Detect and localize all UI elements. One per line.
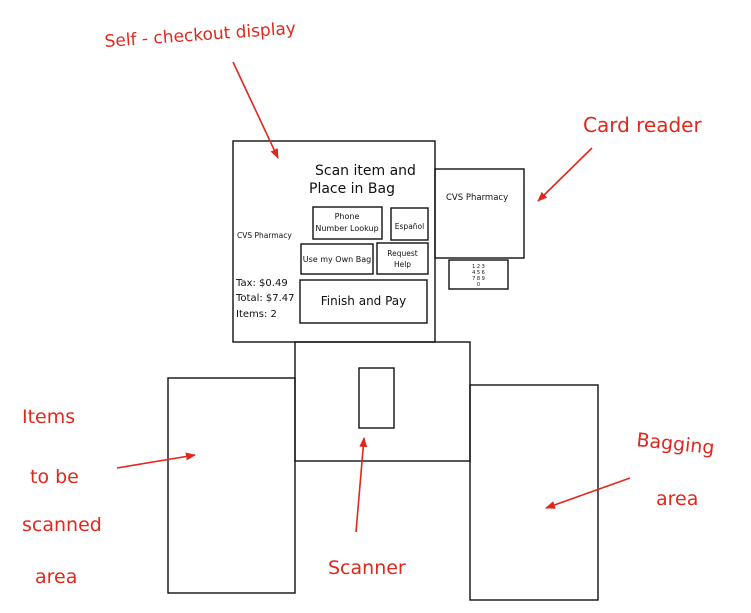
phone-lookup-label-line1: Phone	[335, 212, 360, 221]
tax-amount: Tax: $0.49	[235, 278, 288, 289]
self-checkout-arrow	[232, 61, 279, 159]
keypad-row-4: 0	[477, 282, 480, 288]
phone-lookup-button[interactable]	[312, 206, 383, 240]
items-annotation-line1: Items	[22, 406, 75, 428]
items-arrow	[116, 452, 196, 469]
bagging-arrow	[545, 477, 631, 509]
card-reader-annotation: Card reader	[583, 113, 702, 137]
request-help-label-line1: Request	[387, 249, 418, 258]
card-reader	[434, 168, 525, 259]
finish-pay-button[interactable]	[299, 279, 428, 324]
request-help-button[interactable]	[376, 242, 429, 275]
scanner-counter	[294, 341, 471, 462]
keypad-row-3: 7 8 9	[472, 276, 485, 282]
scanner-window	[358, 367, 395, 429]
items-annotation-line2: to be	[30, 466, 79, 488]
items-annotation-line3: scanned	[22, 514, 102, 536]
self-checkout-annotation: Self - checkout display	[104, 19, 297, 52]
own-bag-button[interactable]	[300, 243, 374, 275]
bagging-annotation-line1: Bagging	[635, 429, 715, 459]
espanol-button[interactable]	[390, 207, 429, 241]
bagging-area	[469, 384, 599, 601]
finish-pay-label: Finish and Pay	[321, 294, 407, 308]
card-reader-store-name: CVS Pharmacy	[446, 193, 508, 203]
request-help-label-line2: Help	[394, 260, 411, 269]
keypad-row-2: 4 5 6	[472, 270, 485, 276]
items-annotation-line4: area	[35, 566, 77, 588]
screen-store-name: CVS Pharmacy	[237, 231, 292, 240]
own-bag-label: Use my Own Bag	[303, 255, 371, 264]
screen-heading-line1: Scan item and	[315, 163, 416, 179]
card-reader-arrow	[537, 147, 593, 202]
card-reader-keypad[interactable]	[448, 259, 509, 290]
screen-heading-line2: Place in Bag	[309, 181, 395, 197]
scanner-arrow	[355, 437, 368, 533]
keypad-row-1: 1 2 3	[472, 264, 485, 270]
item-count: Items: 2	[236, 309, 277, 320]
scanner-annotation: Scanner	[328, 557, 406, 579]
items-to-be-scanned-area	[167, 377, 296, 594]
bagging-annotation-line2: area	[656, 488, 698, 510]
phone-lookup-label-line2: Number Lookup	[315, 224, 378, 233]
espanol-label: Español	[395, 222, 424, 231]
total-amount: Total: $7.47	[235, 293, 295, 304]
